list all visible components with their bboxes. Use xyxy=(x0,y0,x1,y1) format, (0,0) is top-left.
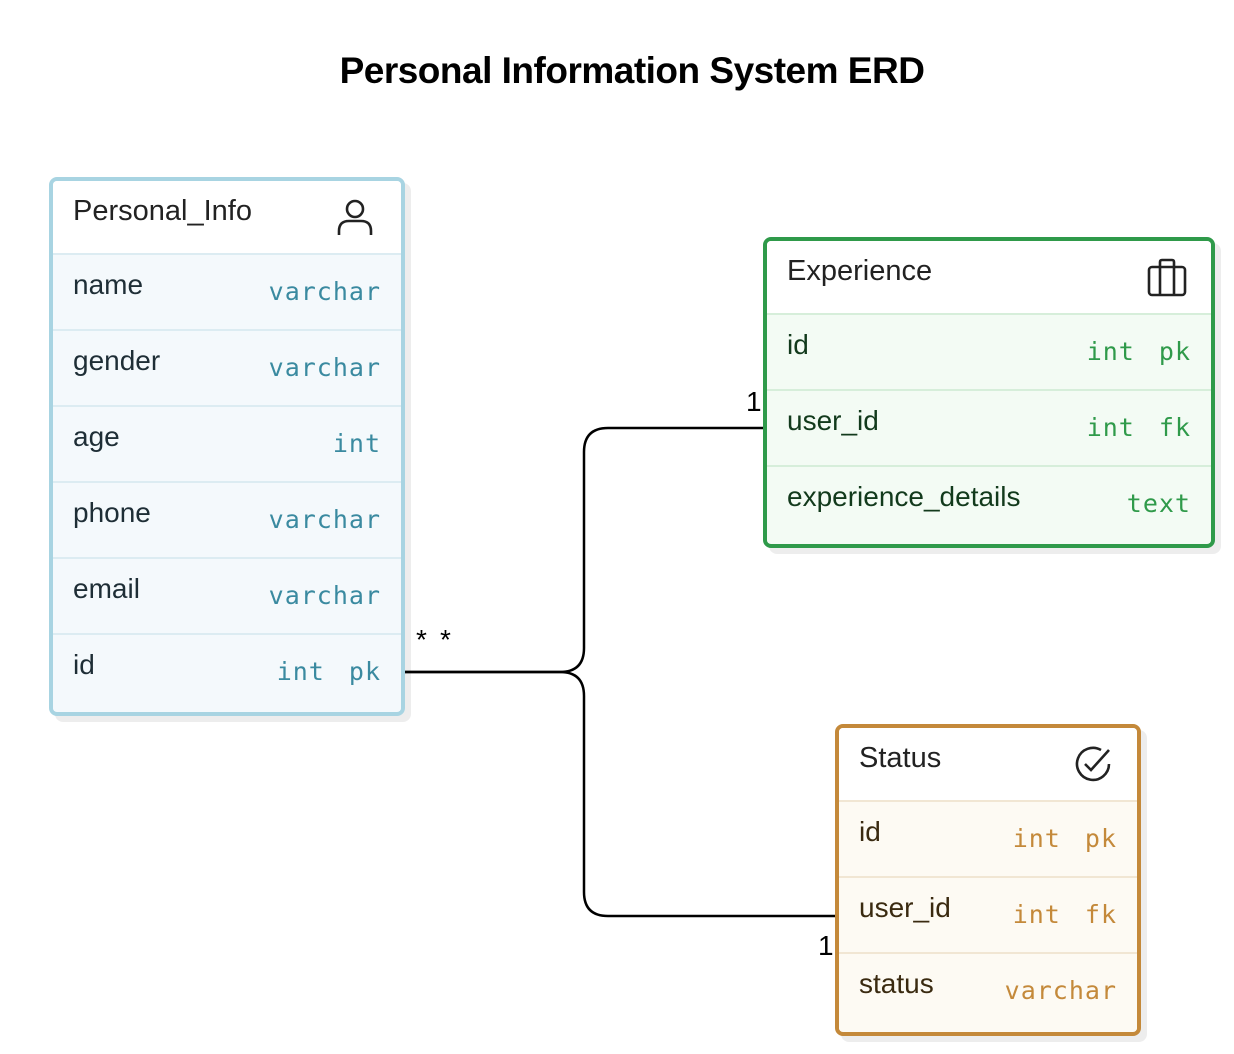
entity-experience[interactable]: Experience id int pk user_id int fk expe… xyxy=(763,237,1215,548)
field-type: int pk xyxy=(1012,824,1117,853)
field-name: phone xyxy=(73,497,151,528)
entity-header: Personal_Info xyxy=(53,181,401,255)
field-name: id xyxy=(859,816,881,847)
field-name: user_id xyxy=(859,892,951,923)
check-circle-icon xyxy=(1075,746,1111,782)
field-name: email xyxy=(73,573,140,604)
field-type: int xyxy=(332,429,381,458)
field-type: varchar xyxy=(268,581,381,610)
field-row: experience_details text xyxy=(767,467,1211,543)
field-type: varchar xyxy=(268,277,381,306)
field-row: user_id int fk xyxy=(839,878,1137,954)
field-name: name xyxy=(73,269,144,300)
cardinality-many-experience: * xyxy=(416,624,427,655)
field-name: age xyxy=(73,421,120,452)
diagram-title: Personal Information System ERD xyxy=(339,50,925,91)
field-type: text xyxy=(1126,489,1191,518)
field-type: int fk xyxy=(1012,900,1117,929)
field-row: status varchar xyxy=(839,954,1137,1030)
field-type: int fk xyxy=(1086,413,1191,442)
field-type: varchar xyxy=(268,505,381,534)
field-row: gender varchar xyxy=(53,331,401,407)
field-name: id xyxy=(787,329,809,360)
field-row: id int pk xyxy=(767,315,1211,391)
field-name: id xyxy=(73,649,95,680)
entity-header: Experience xyxy=(767,241,1211,315)
field-row: id int pk xyxy=(839,802,1137,878)
field-name: experience_details xyxy=(787,481,1021,512)
entity-name: Status xyxy=(859,742,942,774)
cardinality-one-status: 1 xyxy=(818,930,834,961)
user-icon xyxy=(337,199,373,235)
cardinality-one-experience: 1 xyxy=(746,386,762,417)
field-type: varchar xyxy=(268,353,381,382)
relationship-line-experience xyxy=(394,426,774,674)
entity-name: Experience xyxy=(787,255,933,287)
field-name: gender xyxy=(73,345,161,376)
entity-header: Status xyxy=(839,728,1137,802)
field-name: user_id xyxy=(787,405,879,436)
field-row: id int pk xyxy=(53,635,401,711)
field-type: int pk xyxy=(276,657,381,686)
relationship-line-status xyxy=(394,670,846,918)
field-type: varchar xyxy=(1004,976,1117,1005)
field-row: user_id int fk xyxy=(767,391,1211,467)
field-row: email varchar xyxy=(53,559,401,635)
entity-status[interactable]: Status id int pk user_id int fk status v… xyxy=(835,724,1141,1036)
entity-name: Personal_Info xyxy=(73,195,252,227)
field-type: int pk xyxy=(1086,337,1191,366)
entity-personal-info[interactable]: Personal_Info name varchar gender varcha… xyxy=(49,177,405,716)
field-row: phone varchar xyxy=(53,483,401,559)
cardinality-many-status: * xyxy=(440,624,451,655)
field-row: age int xyxy=(53,407,401,483)
field-row: name varchar xyxy=(53,255,401,331)
field-name: status xyxy=(859,968,934,999)
briefcase-icon xyxy=(1147,258,1187,297)
